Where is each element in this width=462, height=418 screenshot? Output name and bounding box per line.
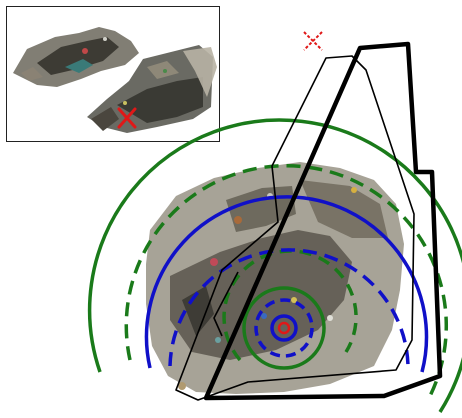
- center-target-marker: [277, 321, 291, 335]
- outer-boundary: [203, 41, 443, 401]
- inner-boundary: [175, 55, 415, 401]
- blue-ring-inner-dashed: [254, 298, 314, 358]
- blue-ring-outer-solid: [144, 195, 429, 373]
- inset-right-structure: [87, 45, 217, 133]
- green-ring-outer-solid: [87, 118, 462, 413]
- green-ring-inner-solid: [242, 286, 326, 370]
- green-ring-outer-dashed: [124, 163, 449, 397]
- upper-camera-marker: [303, 31, 323, 51]
- inset-left-structure: [13, 27, 139, 87]
- inset-overview-panel: [6, 6, 220, 142]
- inset-camera-marker: [117, 107, 137, 129]
- inset-pointcloud-view: [13, 27, 217, 133]
- blue-ring-outer-dashed: [168, 248, 410, 373]
- divider-line: [213, 271, 239, 337]
- blue-range-rings: [144, 195, 429, 373]
- map-outlines: [175, 41, 443, 401]
- blue-ring-inner-solid: [270, 314, 298, 342]
